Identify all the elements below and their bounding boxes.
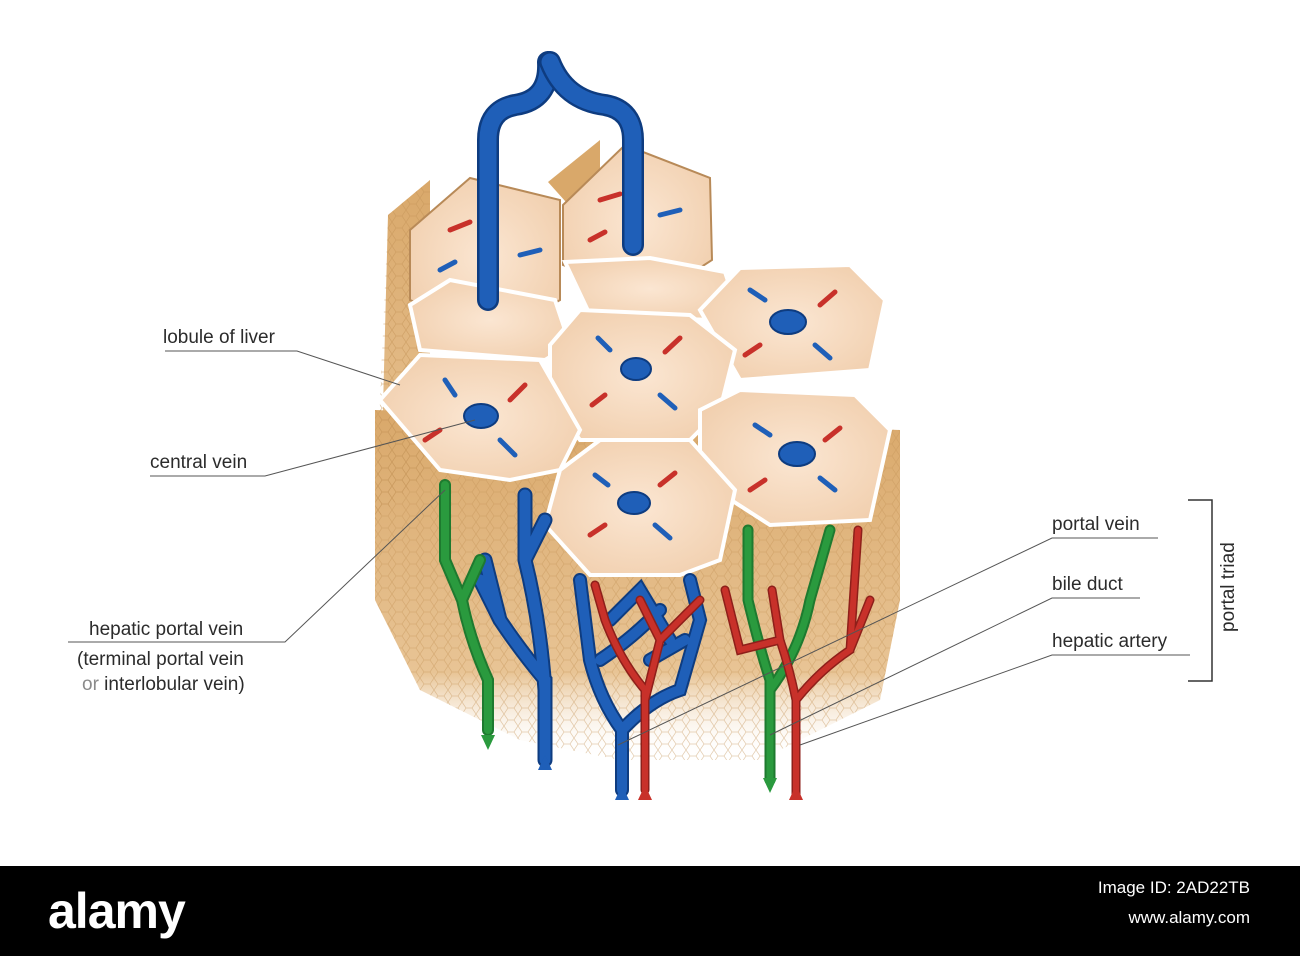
arrow-up-blue [615, 785, 629, 800]
leader-lines [68, 350, 1213, 746]
portal-triad-bracket [1188, 499, 1213, 682]
hepatic-artery-tree-center [590, 580, 705, 795]
label-lobule-of-liver: lobule of liver [163, 327, 275, 348]
leader-hepatic-portal-vein [68, 489, 446, 643]
hepatic-vein-top [477, 51, 644, 311]
label-interlobular-vein-text: interlobular vein) [98, 674, 245, 695]
lobules [377, 255, 893, 577]
portal-vein-tree-left [472, 487, 553, 768]
leader-central-vein [150, 419, 476, 477]
label-interlobular-vein: or interlobular vein) [82, 674, 245, 696]
label-hepatic-artery: hepatic artery [1052, 631, 1168, 652]
leader-lobule [165, 350, 401, 386]
lobule [377, 352, 583, 483]
arrow-up-red [789, 785, 803, 800]
label-hepatic-portal-vein: hepatic portal vein [89, 619, 244, 640]
label-terminal-portal-vein: (terminal portal vein [77, 649, 244, 670]
hepatic-artery-tree-right [720, 525, 875, 800]
sinusoid-marks [422, 191, 843, 541]
watermark-footer: alamy Image ID: 2AD22TB www.alamy.com [0, 866, 1300, 956]
label-bile-duct: bile duct [1052, 574, 1123, 595]
label-portal-vein: portal vein [1052, 514, 1140, 535]
brand-logo[interactable]: alamy [48, 883, 186, 939]
flow-arrows [481, 735, 803, 800]
label-central-vein: central vein [150, 452, 248, 473]
arrow-up-blue [538, 755, 552, 770]
leader-portal-vein [617, 537, 1158, 746]
leader-hepatic-artery [799, 654, 1190, 746]
illustration-area: lobule of liver central vein hepatic por… [68, 51, 1239, 800]
label-portal-triad: portal triad [1218, 542, 1239, 632]
liver-lobule-diagram [68, 51, 1213, 800]
image-id: Image ID: 2AD22TB [1097, 878, 1250, 897]
lobule [542, 438, 738, 577]
leader-bile-duct [769, 597, 1140, 736]
label-or: or [82, 674, 99, 695]
bile-duct-tree-left [439, 479, 494, 736]
arrow-down-green [481, 735, 495, 750]
arrow-down-green [763, 778, 777, 793]
portal-vein-tree-center [573, 573, 708, 797]
arrow-up-red [638, 785, 652, 800]
site-url[interactable]: www.alamy.com [1128, 908, 1250, 927]
